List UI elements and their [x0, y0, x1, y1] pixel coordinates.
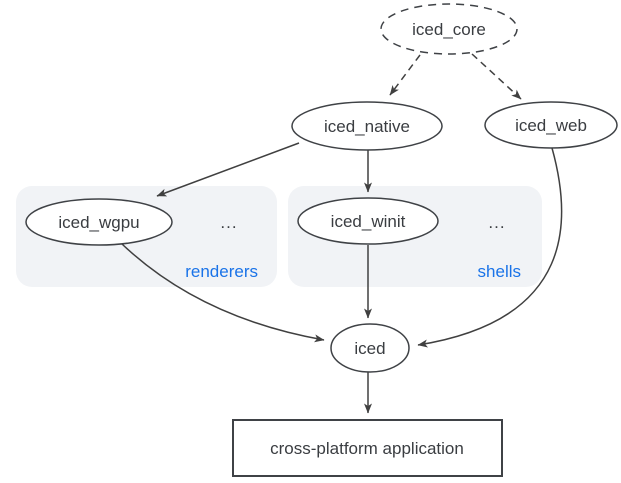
node-iced_web-label: iced_web — [515, 116, 587, 135]
shells-group-label: shells — [478, 262, 521, 281]
node-iced_winit — [297, 197, 439, 245]
node-application-label: cross-platform application — [270, 439, 464, 458]
node-iced_wgpu — [25, 198, 173, 246]
node-iced_core-label: iced_core — [412, 20, 486, 39]
edge-iced_native-to-iced_wgpu — [156, 142, 300, 197]
edge-iced_core-to-iced_native — [389, 54, 421, 96]
node-iced-label: iced — [354, 339, 385, 358]
renderers-group-label: renderers — [185, 262, 258, 281]
node-iced_winit-label: iced_winit — [331, 212, 406, 231]
edge-iced_wgpu-to-iced — [121, 243, 325, 343]
node-iced — [330, 323, 410, 373]
edge-iced_web-to-iced — [417, 147, 563, 348]
edge-iced_core-to-iced_web — [471, 53, 522, 100]
renderers-more-indicator: ... — [220, 213, 237, 232]
node-application — [232, 419, 503, 477]
shells-more-indicator: ... — [488, 213, 505, 232]
node-iced_native — [291, 101, 443, 151]
node-iced_web — [484, 101, 618, 149]
node-iced_native-label: iced_native — [324, 117, 410, 136]
node-iced_core — [380, 3, 518, 55]
node-iced_wgpu-label: iced_wgpu — [58, 213, 139, 232]
